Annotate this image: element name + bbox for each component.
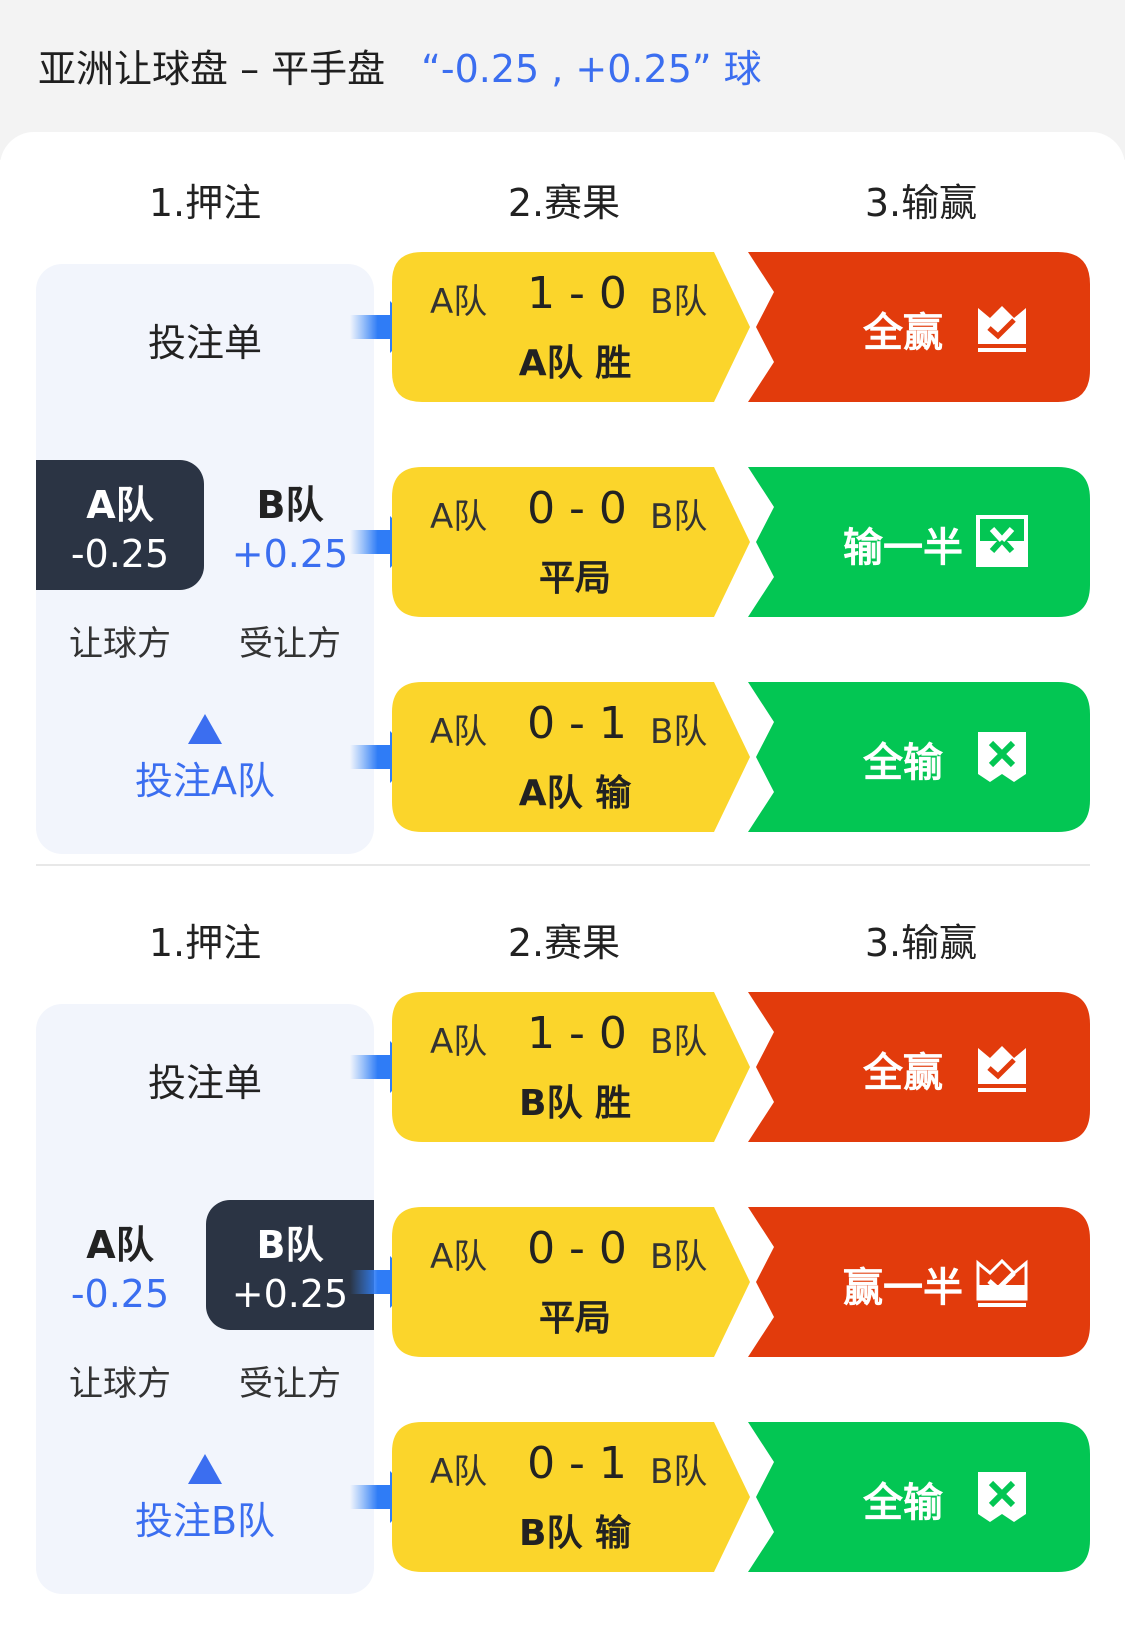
payout-label: 输一半	[843, 525, 963, 571]
team-name: A队	[86, 483, 154, 527]
payout-label: 全赢	[863, 1050, 943, 1096]
column-header: 2.赛果	[507, 181, 621, 225]
bet-slip-label: 投注单	[147, 321, 262, 365]
team-role: 让球方	[69, 624, 171, 664]
triangle-up-icon	[188, 714, 222, 744]
result-score: 0 - 0	[527, 483, 627, 534]
payout-badge: 全赢	[748, 252, 1090, 402]
match-result: A队 0 - 1 B队 A队 输	[392, 682, 764, 832]
bet-card: 投注单 A队 -0.25 让球方 B队 +0.25 受让方投注A队	[36, 264, 374, 854]
column-header: 2.赛果	[507, 921, 621, 965]
team-role: 受让方	[239, 624, 341, 664]
title-text: 亚洲让球盘 – 平手盘	[38, 47, 386, 91]
payout-label: 全赢	[863, 310, 943, 356]
triangle-up-icon	[188, 1454, 222, 1484]
team-a-box[interactable]: A队 -0.25	[36, 1200, 204, 1330]
match-result: A队 0 - 1 B队 B队 输	[392, 1422, 764, 1572]
match-result: A队 1 - 0 B队 B队 胜	[392, 992, 764, 1142]
team-b-box[interactable]: B队 +0.25	[206, 460, 374, 590]
match-result: A队 0 - 0 B队平局	[392, 1207, 764, 1357]
team-name: B队	[256, 483, 324, 527]
payout-label: 全输	[863, 740, 943, 786]
result-outcome: B队 输	[519, 1513, 631, 1554]
payout-label: 全输	[863, 1480, 943, 1526]
crown-check-icon	[976, 300, 1030, 358]
result-team-b: B队	[650, 1022, 708, 1062]
payout-badge: 赢一半	[748, 1207, 1090, 1357]
result-outcome: 平局	[538, 558, 611, 599]
crown-check-icon	[976, 1040, 1030, 1098]
team-role: 受让方	[239, 1364, 341, 1404]
column-header: 1.押注	[148, 181, 262, 225]
result-outcome: A队 胜	[518, 343, 632, 384]
result-team-a: A队	[430, 497, 488, 537]
x-icon	[976, 730, 1030, 788]
result-outcome: 平局	[538, 1298, 611, 1339]
half-x-icon	[976, 515, 1030, 573]
result-score: 1 - 0	[527, 268, 627, 319]
column-header: 3.输赢	[864, 181, 978, 225]
result-outcome: A队 输	[518, 773, 632, 814]
payout-label: 赢一半	[843, 1265, 963, 1311]
match-result: A队 1 - 0 B队 A队 胜	[392, 252, 764, 402]
handicap-value: “-0.25 , +0.25” 球	[421, 47, 762, 91]
column-header: 1.押注	[148, 921, 262, 965]
payout-badge: 全输	[748, 682, 1090, 832]
column-header: 3.输赢	[864, 921, 978, 965]
payout-badge: 输一半	[748, 467, 1090, 617]
result-team-b: B队	[650, 1452, 708, 1492]
half-crown-icon	[976, 1255, 1030, 1313]
x-icon	[976, 1470, 1030, 1528]
bet-pick-label: 投注B队	[134, 1499, 276, 1543]
result-team-b: B队	[650, 1237, 708, 1277]
payout-badge: 全输	[748, 1422, 1090, 1572]
handicap-line: -0.25	[70, 1272, 170, 1316]
team-name: B队	[256, 1223, 324, 1267]
section-divider	[36, 864, 1090, 866]
result-score: 0 - 0	[527, 1223, 627, 1274]
result-team-a: A队	[430, 282, 488, 322]
team-a-box[interactable]: A队 -0.25	[36, 460, 204, 590]
result-score: 1 - 0	[527, 1008, 627, 1059]
match-result: A队 0 - 0 B队平局	[392, 467, 764, 617]
result-team-b: B队	[650, 712, 708, 752]
result-team-a: A队	[430, 712, 488, 752]
team-name: A队	[86, 1223, 154, 1267]
bet-slip-label: 投注单	[147, 1061, 262, 1105]
handicap-line: +0.25	[231, 532, 349, 576]
bet-pick-label: 投注A队	[135, 759, 275, 803]
result-score: 0 - 1	[527, 1438, 627, 1489]
result-team-b: B队	[650, 282, 708, 322]
bet-section: 1.押注 2.赛果 3.输赢投注单 A队 -0.25 让球方 B队 +0.25 受让方投注A队 A…	[0, 132, 1125, 872]
handicap-line: -0.25	[70, 532, 170, 576]
page-title: 亚洲让球盘 – 平手盘 “-0.25 , +0.25” 球	[38, 38, 762, 93]
bet-section: 1.押注 2.赛果 3.输赢投注单 A队 -0.25 让球方 B队 +0.25 受让方投注B队 A…	[0, 872, 1125, 1612]
handicap-line: +0.25	[231, 1272, 349, 1316]
result-team-a: A队	[430, 1022, 488, 1062]
bet-pick[interactable]: 投注B队	[36, 1454, 374, 1545]
payout-badge: 全赢	[748, 992, 1090, 1142]
bet-pick[interactable]: 投注A队	[36, 714, 374, 805]
result-team-a: A队	[430, 1237, 488, 1277]
result-team-b: B队	[650, 497, 708, 537]
team-b-box[interactable]: B队 +0.25	[206, 1200, 374, 1330]
team-role: 让球方	[69, 1364, 171, 1404]
bet-card: 投注单 A队 -0.25 让球方 B队 +0.25 受让方投注B队	[36, 1004, 374, 1594]
result-outcome: B队 胜	[519, 1083, 631, 1124]
result-score: 0 - 1	[527, 698, 627, 749]
result-team-a: A队	[430, 1452, 488, 1492]
